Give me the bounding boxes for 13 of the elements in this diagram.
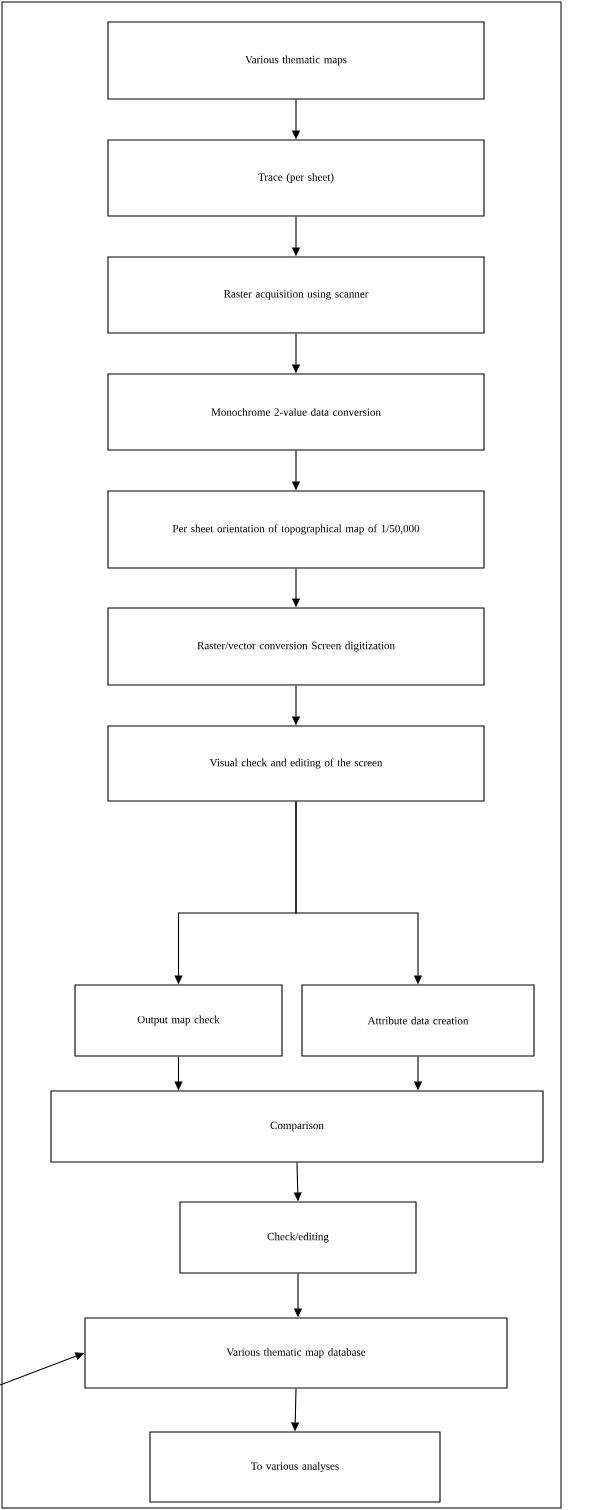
process-box: Trace (per sheet): [107, 139, 485, 217]
process-box: To various analyses: [149, 1431, 441, 1503]
process-box: Comparison: [50, 1090, 544, 1163]
process-box: Monochrome 2-value data conversion: [107, 373, 485, 451]
process-box: Output map check: [74, 984, 283, 1057]
process-box: Per sheet orientation of topographical map of 1/50,000: [107, 490, 485, 569]
process-box: Various thematic map database: [84, 1317, 508, 1389]
process-box: Raster/vector conversion Screen digitization: [107, 607, 485, 686]
process-box: Various thematic maps: [107, 21, 485, 100]
process-box: Raster acquisition using scanner: [107, 256, 485, 334]
process-box: Attribute data creation: [301, 984, 535, 1057]
process-box: Check/editing: [179, 1201, 417, 1274]
process-box: Visual check and editing of the screen: [107, 725, 485, 802]
